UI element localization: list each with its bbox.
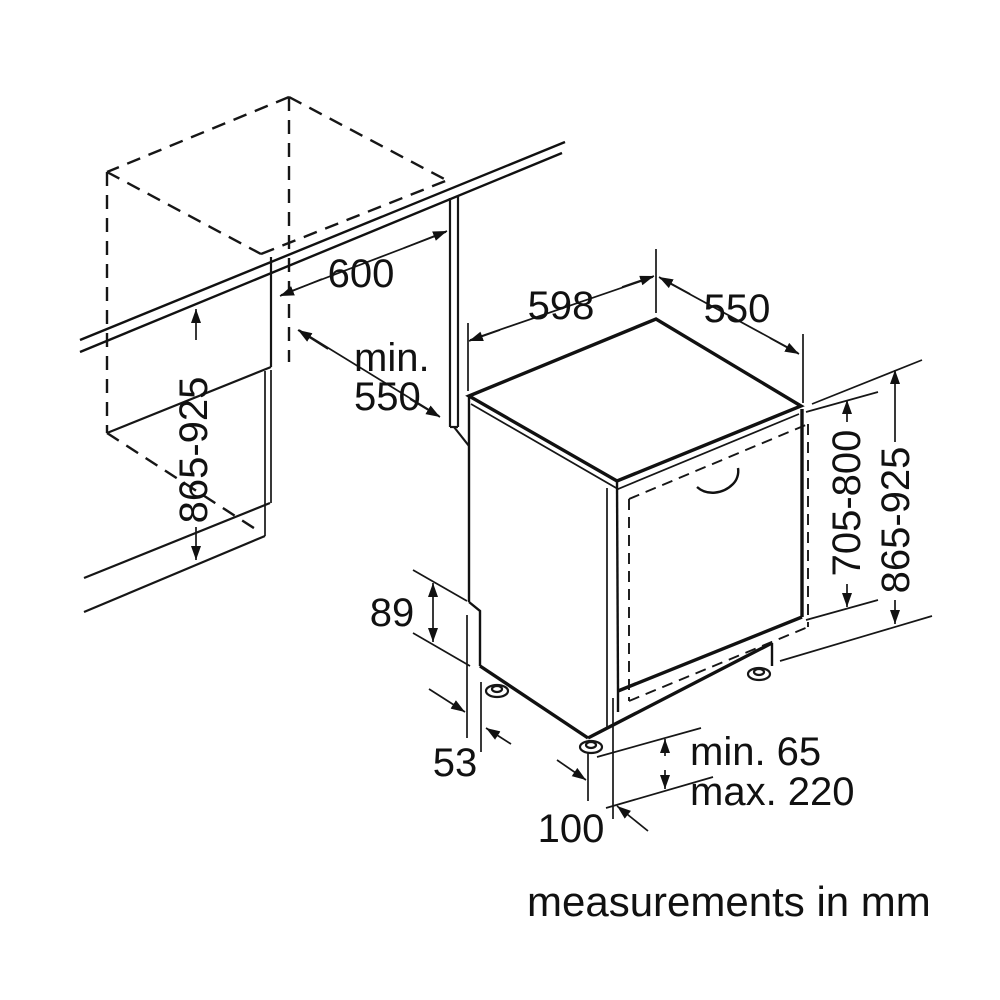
dim-plinth-height-label: 89 [370,591,415,635]
dishwasher-body [465,317,805,740]
dim-niche-depth-min-label: min. [354,336,430,380]
dim-appliance-depth-label: 550 [704,287,771,331]
dimension-appliance-height: 865-925 [874,370,918,624]
dim-appliance-height-label: 865-925 [874,447,918,594]
units-note: measurements in mm [527,878,931,925]
foot-icon [746,666,772,682]
niche-dashed-outline [105,95,449,534]
dishwasher-door [616,409,809,712]
dim-niche-width-label: 600 [328,252,395,296]
dimension-niche-height: 865-925 [172,309,216,560]
dimension-niche-depth: min. 550 [297,329,441,419]
door-handle-icon [696,467,740,494]
dim-plinth-depth-label: 53 [433,741,478,785]
dimension-door-height: 705-800 [825,400,869,607]
dim-toe-kick-min-label: min. 65 [690,730,821,774]
dimension-plinth-height: 89 [370,569,471,667]
dim-niche-depth-value-label: 550 [354,375,421,419]
kitchen-counter [79,140,566,354]
adjustable-feet [484,666,772,755]
foot-icon [484,683,510,699]
niche-side-panels [106,196,470,536]
dimension-appliance-width: 598 [467,249,657,391]
dim-toe-kick-max-label: max. 220 [690,770,855,814]
dim-niche-height-label: 865-925 [172,377,216,524]
dimension-plinth-depth: 53 [428,615,512,785]
dimension-niche-width: 600 [279,230,448,297]
dim-appliance-width-label: 598 [528,284,595,328]
dim-door-height-label: 705-800 [825,430,869,577]
dim-foot-offset-label: 100 [538,807,605,851]
dimension-foot-offset: 100 [538,698,649,851]
floor-lines [83,501,271,614]
dimension-toe-kick: min. 65 max. 220 [596,727,855,814]
dimension-appliance-depth: 550 [658,276,804,403]
foot-icon [578,739,604,755]
